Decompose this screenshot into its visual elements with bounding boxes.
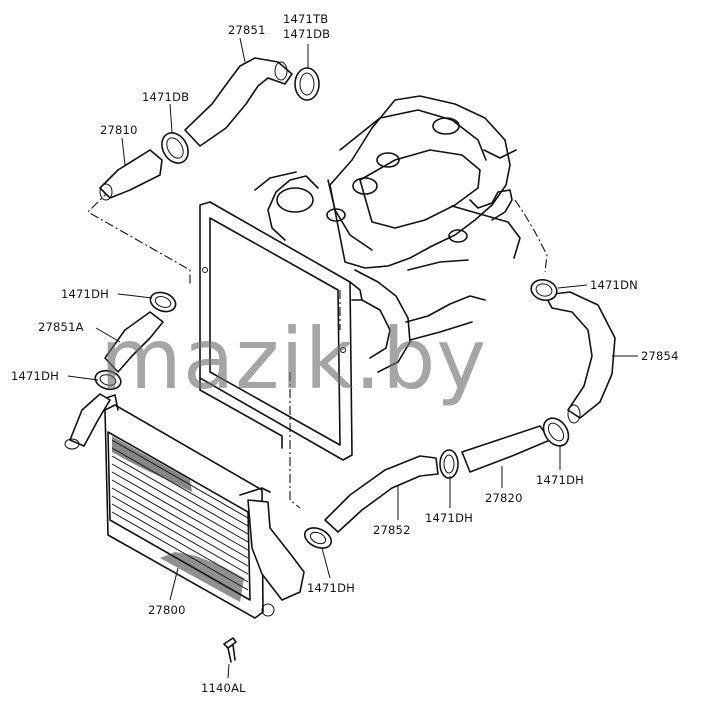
watermark: mazik.by	[100, 310, 487, 408]
label-1471DH-a: 1471DH	[61, 287, 109, 301]
clamp-1471DB-top	[294, 67, 320, 101]
part-labels: 27851 1471TB 1471DB 1471DB 27810 1471DH …	[11, 12, 679, 695]
label-1140AL: 1140AL	[201, 681, 246, 695]
intercooler-frame	[199, 201, 363, 461]
label-1471DH-b: 1471DH	[11, 369, 59, 383]
label-1471DH-e: 1471DH	[307, 581, 355, 595]
clamp-1471DB-left	[161, 132, 189, 164]
label-1471DB-left: 1471DB	[142, 90, 189, 104]
reference-lines	[87, 189, 548, 509]
hose-27854	[544, 291, 616, 424]
hose-27851	[184, 57, 293, 147]
label-27820: 27820	[485, 491, 523, 505]
hose-27820	[461, 425, 551, 473]
label-1471DB-top: 1471DB	[283, 27, 330, 41]
clamp-1471DH-d	[439, 449, 459, 479]
hose-radiator-right	[247, 499, 305, 601]
bolt-1140AL	[223, 637, 237, 663]
hose-27810	[99, 149, 163, 201]
clamp-1471DH-c	[542, 417, 570, 447]
leader-lines	[67, 37, 638, 679]
label-27852: 27852	[373, 523, 411, 537]
label-1471DH-d: 1471DH	[425, 511, 473, 525]
label-27854: 27854	[641, 349, 679, 363]
label-27800: 27800	[148, 603, 186, 617]
label-27851: 27851	[228, 23, 266, 37]
label-27851A: 27851A	[38, 320, 84, 334]
clamp-1471DH-e	[303, 527, 333, 549]
engine-block	[254, 95, 521, 373]
label-27810: 27810	[100, 123, 138, 137]
radiator-27800	[99, 394, 275, 619]
clamp-1471DN	[530, 278, 558, 302]
label-1471DH-c: 1471DH	[536, 473, 584, 487]
hose-radiator-left	[64, 393, 111, 450]
radiator-core-fins	[111, 436, 249, 602]
label-1471TB: 1471TB	[283, 12, 328, 26]
label-1471DN: 1471DN	[590, 278, 638, 292]
hose-27852	[324, 455, 439, 533]
clamp-1471DH-b	[94, 369, 122, 391]
clamp-1471DH-a	[149, 291, 177, 313]
hose-27851A	[104, 311, 164, 373]
